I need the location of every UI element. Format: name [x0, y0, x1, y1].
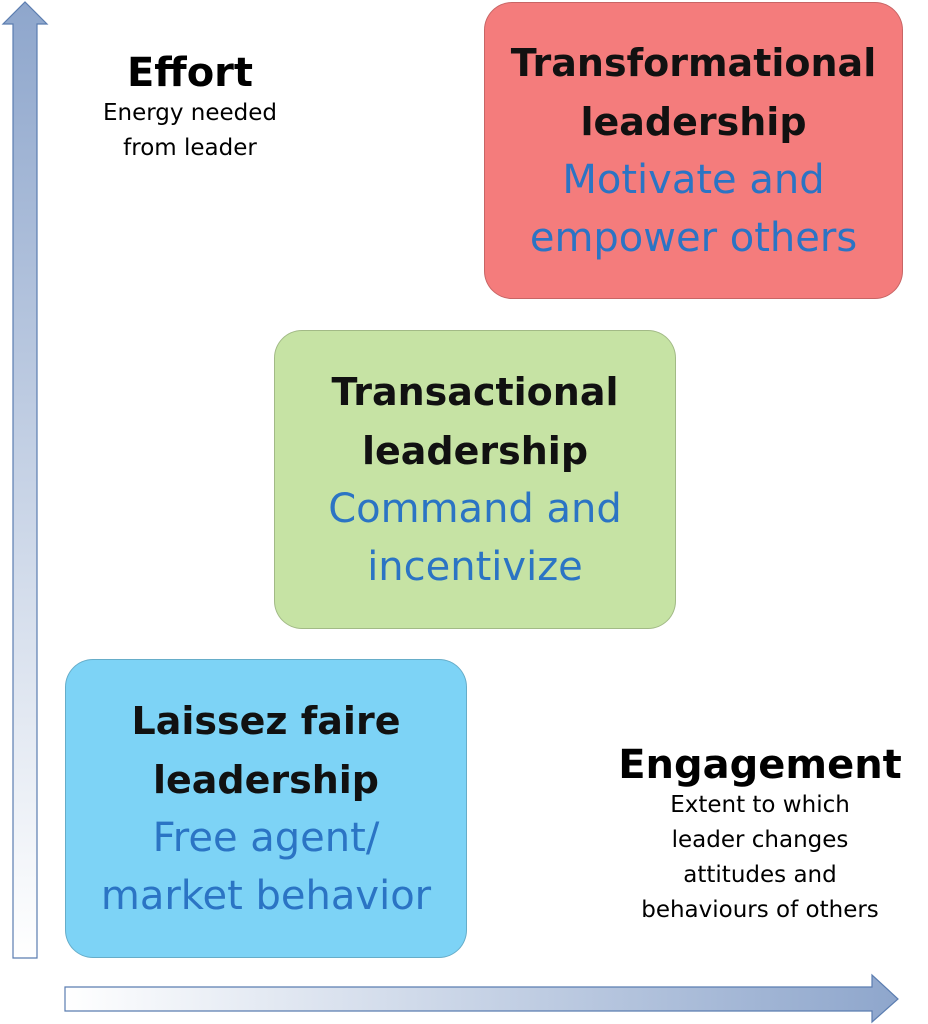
- box-title-line: Transformational: [510, 40, 877, 85]
- x-axis-subtitle-line: leader changes: [671, 826, 849, 853]
- box-description: Motivate and empower others: [530, 151, 857, 267]
- box-title-line: Transactional: [331, 369, 619, 414]
- y-axis-label: Effort Energy needed from leader: [70, 50, 310, 165]
- laissez-faire-leadership-box: Laissez faire leadership Free agent/ mar…: [65, 659, 467, 958]
- y-axis-subtitle: Energy needed from leader: [70, 96, 310, 165]
- x-axis-label: Engagement Extent to which leader change…: [610, 742, 910, 928]
- box-desc-line: Free agent/: [152, 815, 380, 862]
- box-title-line: leadership: [152, 757, 380, 802]
- y-axis-arrow: [1, 1, 49, 959]
- box-desc-line: incentivize: [367, 544, 583, 591]
- box-title-line: Laissez faire: [131, 698, 401, 743]
- transactional-leadership-box: Transactional leadership Command and inc…: [274, 330, 676, 629]
- x-axis-subtitle-line: behaviours of others: [641, 896, 879, 923]
- box-desc-line: Command and: [328, 486, 622, 533]
- x-axis-title: Engagement: [618, 742, 902, 788]
- x-axis-subtitle-line: attitudes and: [683, 861, 837, 888]
- box-desc-line: empower others: [529, 215, 858, 262]
- box-description: Free agent/ market behavior: [101, 809, 431, 925]
- box-description: Command and incentivize: [328, 480, 622, 596]
- box-desc-line: market behavior: [100, 873, 432, 920]
- x-axis-arrow: [64, 973, 899, 1024]
- y-axis-title: Effort: [126, 50, 254, 96]
- box-desc-line: Motivate and: [562, 157, 825, 204]
- box-title: Transformational leadership: [511, 34, 876, 152]
- x-axis-subtitle: Extent to which leader changes attitudes…: [610, 788, 910, 928]
- box-title-line: leadership: [580, 99, 807, 144]
- y-axis-subtitle-line: Energy needed: [102, 100, 278, 126]
- box-title: Transactional leadership: [332, 363, 619, 481]
- transformational-leadership-box: Transformational leadership Motivate and…: [484, 2, 903, 299]
- y-axis-subtitle-line: from leader: [123, 134, 257, 161]
- box-title-line: leadership: [361, 428, 589, 473]
- x-axis-subtitle-line: Extent to which: [670, 792, 850, 818]
- box-title: Laissez faire leadership: [132, 692, 401, 810]
